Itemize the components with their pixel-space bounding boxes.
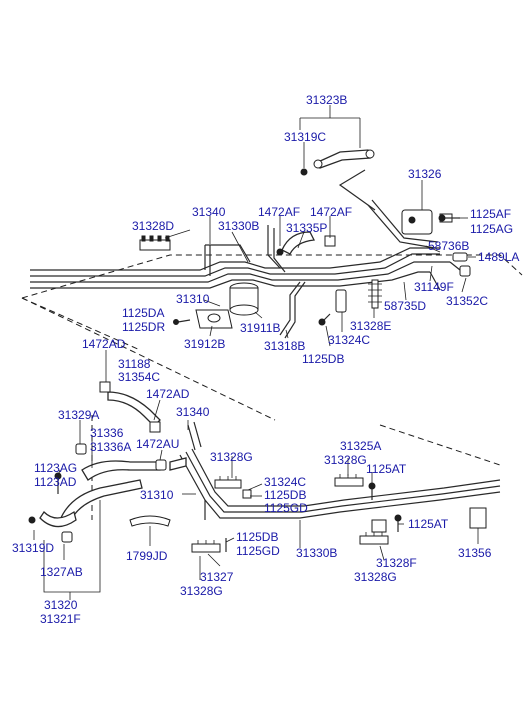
label-31327: 31327 xyxy=(200,570,234,584)
hose-31323B xyxy=(300,149,375,176)
connector-1489LA xyxy=(452,252,471,277)
label-31912B: 31912B xyxy=(184,337,225,351)
label-31328F: 31328F xyxy=(376,556,417,570)
label-31911B: 31911B xyxy=(240,321,280,335)
label-31329A: 31329A xyxy=(58,408,99,422)
bolt-1125DA xyxy=(173,319,191,325)
label-31335P: 31335P xyxy=(286,221,327,235)
label-31324C-top: 31324C xyxy=(328,333,370,347)
label-1123AD: 1123AD xyxy=(34,475,77,489)
leader-lines xyxy=(33,105,479,600)
label-1799JD: 1799JD xyxy=(126,549,168,563)
label-31330B-bot: 31330B xyxy=(296,546,337,560)
label-1472AD-b: 1472AD xyxy=(146,387,190,401)
clip-31327 xyxy=(191,538,227,553)
bolt-1125AT xyxy=(394,514,402,532)
label-31336: 31336 xyxy=(90,426,124,440)
label-31310-bot: 31310 xyxy=(140,488,174,502)
bottom-fuel-line-bundle xyxy=(179,421,501,520)
label-1123AG: 1123AG xyxy=(34,461,77,475)
label-1125DB-low: 1125DB xyxy=(236,530,278,544)
label-1125DB-top: 1125DB xyxy=(302,352,344,366)
clip-31328F xyxy=(359,519,389,545)
strap-1799JD xyxy=(129,515,171,527)
hose-31188 xyxy=(99,381,161,433)
clamp-31329A xyxy=(75,443,87,455)
label-31321F: 31321F xyxy=(40,612,81,626)
label-1472AF-a: 1472AF xyxy=(258,205,300,219)
label-1125DR: 1125DR xyxy=(122,320,165,334)
label-1327AB: 1327AB xyxy=(40,565,83,579)
label-31320: 31320 xyxy=(44,598,78,612)
label-31336A: 31336A xyxy=(90,440,131,454)
label-31328G-a: 31328G xyxy=(210,450,253,464)
label-1472AU: 1472AU xyxy=(136,437,179,451)
label-31354C: 31354C xyxy=(118,370,160,384)
label-31328G-c: 31328G xyxy=(354,570,397,584)
label-31310-top: 31310 xyxy=(176,292,210,306)
part-labels: 31323B 31319C 31326 31340 1472AF 1472AF … xyxy=(12,93,519,626)
top-fuel-line-bundle xyxy=(30,169,461,339)
label-31340-top: 31340 xyxy=(192,205,226,219)
label-1125AT-a: 1125AT xyxy=(366,462,407,476)
bracket-31326 xyxy=(401,209,453,235)
label-58735D: 58735D xyxy=(384,299,426,313)
clip-31328E xyxy=(368,279,382,309)
label-31149F: 31149F xyxy=(414,280,454,294)
label-1472AF-b: 1472AF xyxy=(310,205,352,219)
clip-31319D xyxy=(28,516,73,543)
label-1489LA: 1489LA xyxy=(478,250,519,264)
bolt-1125AF xyxy=(438,214,460,222)
clamp-1472AU xyxy=(155,457,187,471)
label-31323B: 31323B xyxy=(306,93,347,107)
label-31326: 31326 xyxy=(408,167,442,181)
label-1125AG: 1125AG xyxy=(470,222,513,236)
label-31330B-top: 31330B xyxy=(218,219,259,233)
label-31318B: 31318B xyxy=(264,339,305,353)
label-31328G-b: 31328G xyxy=(324,453,367,467)
clamp-31324C-top xyxy=(318,289,347,326)
label-31352C: 31352C xyxy=(446,294,488,308)
label-31188: 31188 xyxy=(118,357,151,371)
label-31356: 31356 xyxy=(458,546,492,560)
label-1125DA: 1125DA xyxy=(122,306,164,320)
label-31328D: 31328D xyxy=(132,219,174,233)
label-31319D: 31319D xyxy=(12,541,54,555)
bracket-31356 xyxy=(469,507,487,529)
clip-31328D xyxy=(139,235,171,251)
label-1125AT-b: 1125AT xyxy=(408,517,449,531)
label-58736B: 58736B xyxy=(428,239,469,253)
label-1125GD-mid: 1125GD xyxy=(264,501,308,515)
hose-31335P xyxy=(276,231,336,256)
label-31325A: 31325A xyxy=(340,439,381,453)
label-1472AD-a: 1472AD xyxy=(82,337,126,351)
label-1125DB-mid: 1125DB xyxy=(264,488,306,502)
label-31328E: 31328E xyxy=(350,319,391,333)
label-1125AF: 1125AF xyxy=(470,207,511,221)
label-31319C: 31319C xyxy=(284,130,326,144)
clip-31325A xyxy=(334,474,376,500)
fuel-filter-31911B xyxy=(229,282,259,316)
label-31324C-bot: 31324C xyxy=(264,475,306,489)
label-31328G-d: 31328G xyxy=(180,584,223,598)
label-1125GD-low: 1125GD xyxy=(236,544,280,558)
bracket-31912B xyxy=(195,309,233,329)
clip-31328G-a xyxy=(214,476,252,499)
label-31340-bot: 31340 xyxy=(176,405,210,419)
